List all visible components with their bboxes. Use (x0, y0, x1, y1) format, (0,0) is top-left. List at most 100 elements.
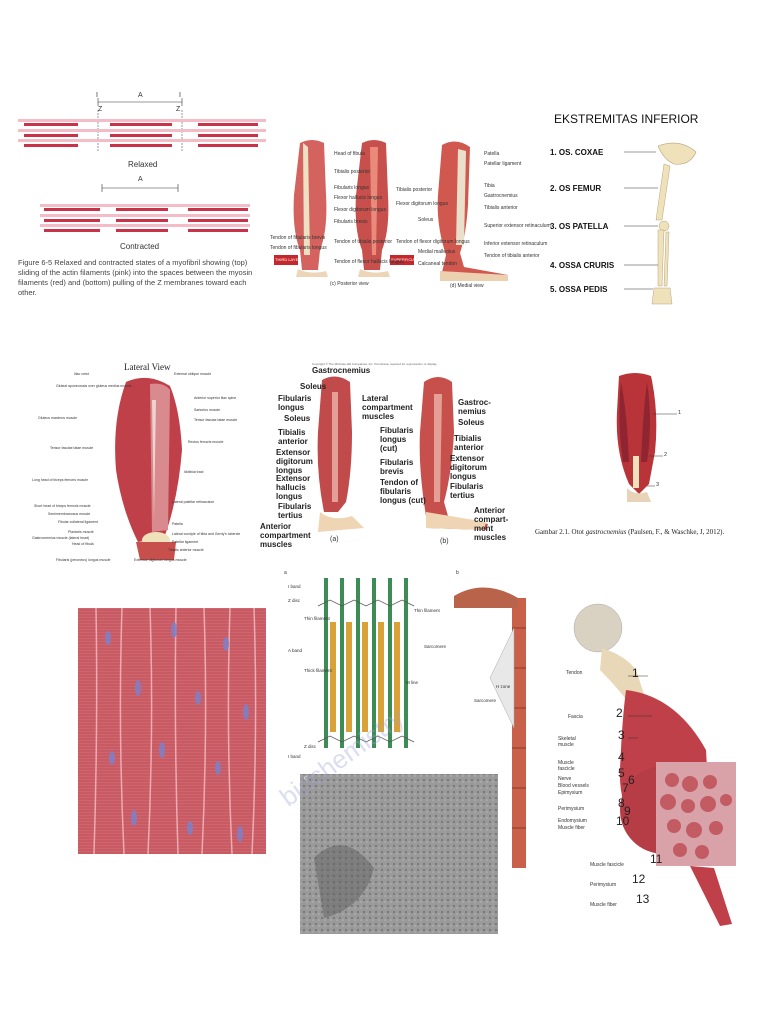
label-perimysium: Perimysium (558, 806, 585, 812)
label-skeletal-muscle: Skeletal muscle (558, 736, 576, 748)
label-sarcomere-fiber: Sarcomere (474, 698, 497, 703)
myofibril-diagram (18, 98, 266, 232)
label-lateral-condyle: Lateral condyle of tibia and Gerdy's tub… (172, 532, 241, 536)
label-anterior-superior-iliac: Anterior superior iliac spine (194, 396, 237, 400)
calf-photo-illustration (616, 373, 677, 502)
label-nerve: Nerve (558, 776, 572, 782)
leg-muscles-posterior-figure: THIRD LAYER SUPERFICIAL LAYER Head of fi… (270, 135, 551, 295)
label-m-line: M line (406, 680, 419, 685)
label-flexor-digitorum: Flexor digitorum longus (334, 207, 386, 213)
gambar-caption-prefix: Gambar 2.1. Otot (535, 528, 586, 536)
label-patella: Patella (484, 151, 500, 157)
label-soleus-a2: Soleus (284, 414, 311, 423)
muscle-structure-illustration (573, 603, 736, 926)
label-soleus-a: Soleus (300, 382, 327, 391)
item-ossa-pedis: 5. OSSA PEDIS (550, 285, 608, 294)
label-lateral-compartment: Lateral compartment muscles (362, 394, 413, 421)
muscle-tissue-micrograph (78, 608, 266, 854)
label-external-oblique: External oblique muscle (174, 372, 212, 376)
label-fibularis-longus-lv: Fibularis (peroneus) longus muscle (56, 558, 111, 562)
gastrocnemius-top-label: Gastrocnemius (312, 366, 371, 375)
label-tibialis-anterior-lv: Tibialis anterior muscle (168, 548, 204, 552)
label-gluteal-aponeurosis: Gluteal aponeurosis over gluteus medius … (56, 384, 132, 388)
label-tendon-fibularis-brevis: Tendon of fibularis brevis (270, 235, 326, 241)
num-2: 2 (616, 706, 623, 720)
label-flexor-hallucis: Flexor hallucis longus (334, 195, 383, 201)
label-fibularis-brevis-b: Fibularis brevis (380, 458, 414, 476)
label-sartorius: Sartorius muscle (194, 408, 221, 412)
item-os-femur: 2. OS FEMUR (550, 184, 602, 193)
label-extensor-digitorum-b: Extensor digitorum longus (450, 454, 487, 481)
gambar-caption: Gambar 2.1. Otot gastrocnemius (Paulsen,… (535, 528, 724, 536)
label-endomysium: Endomysium (558, 818, 587, 824)
label-tendon-tibialis-anterior: Tendon of tibialis anterior (484, 253, 540, 259)
ekstremitas-title: EKSTREMITAS INFERIOR (554, 112, 699, 126)
label-tensor-fasciae-right: Tensor fasciae latae muscle (194, 418, 238, 422)
myofibril-figure: I A I Z Z Relaxed A Contracted Figure 6-… (18, 92, 266, 297)
label-tibialis-anterior-b: Tibialis anterior (454, 434, 484, 452)
corner-a: a (284, 570, 287, 576)
thigh-illustration (115, 377, 182, 560)
corner-c: c (304, 776, 307, 782)
label-anterior-compartment-b: Anterior compart-ment muscles (474, 506, 509, 542)
label-superior-retinaculum: Superior extensor retinaculum (484, 223, 551, 229)
gastrocnemius-figure: Copyright © The McGraw-Hill Companies, I… (260, 362, 530, 552)
label-fibularis-longus-cut: Fibularis longus (cut) (380, 426, 414, 453)
ekstremitas-inferior-figure: EKSTREMITAS INFERIOR 1. OS. COXAE 2. OS … (540, 108, 760, 308)
marker-2: 2 (664, 452, 668, 458)
leg-illustration (274, 140, 508, 281)
label-head-fibula: Head of fibula (334, 151, 365, 157)
num-3: 3 (618, 728, 625, 742)
badge-superficial-layer: SUPERFICIAL LAYER (391, 257, 432, 262)
label-soleus-b: Soleus (458, 418, 485, 427)
label-patellar-ligament-lv: Patellar ligament (172, 540, 199, 544)
label-head-fibula-lv: Head of fibula (72, 542, 94, 546)
label-lateral-patellar-retinaculum: Lateral patellar retinaculum (172, 500, 215, 504)
lateral-view-title: Lateral View (124, 362, 171, 372)
label-inferior-retinaculum: Inferior extensor retinaculum (484, 241, 548, 247)
relaxed-filaments (18, 119, 266, 147)
label-thin-filament-right: Thin filament (414, 608, 440, 613)
num-11: 11 (650, 852, 663, 866)
label-long-head-biceps: Long head of biceps femoris muscle (32, 478, 89, 482)
label-soleus: Soleus (418, 217, 434, 223)
contracted-label: Contracted (120, 242, 160, 251)
label-gastrocnemius-lateral: Gastrocnemius muscle (lateral head) (32, 536, 90, 540)
contracted-filaments (40, 204, 250, 232)
label-thick-filament: Thick filament (304, 668, 332, 673)
item-os-patella: 3. OS PATELLA (550, 222, 609, 231)
label-fibularis-longus: Fibularis longus (334, 185, 370, 191)
view-medial-label: (d) Medial view (450, 283, 484, 289)
thin-filaments (324, 578, 408, 748)
label-short-head-biceps: Short head of biceps femoris muscle (34, 504, 91, 508)
copyright-line: Copyright © The McGraw-Hill Companies, I… (312, 362, 438, 366)
label-fibularis-longus-a: Fibularis longus (278, 394, 312, 412)
label-i-band-bottom: I band (288, 754, 301, 759)
thick-filaments (330, 622, 400, 732)
label-extensor-digitorum-lv: Extensor digitorum longus muscle (134, 558, 187, 562)
label-rectus-femoris: Rectus femoris muscle (188, 440, 224, 444)
num-9: 9 (624, 804, 631, 818)
label-tendon-flexor-digitorum: Tendon of flexor digitorum longus (396, 239, 470, 245)
label-tibia: Tibia (484, 183, 495, 189)
badge-third-layer: THIRD LAYER (275, 257, 302, 262)
label-tibialis-anterior: Tibialis anterior (484, 205, 518, 211)
num-5: 5 (618, 766, 625, 780)
label-calcaneal-tendon: Calcaneal tendon (418, 261, 457, 267)
tag-a: (a) (330, 536, 339, 543)
tissue-striations (78, 608, 266, 854)
label-muscle-fascicle-bottom: Muscle fascicle (590, 862, 624, 868)
item-ossa-cruris: 4. OSSA CRURIS (550, 261, 615, 270)
num-7: 7 (622, 781, 629, 795)
label-tendon: Tendon (566, 670, 583, 676)
label-gastrocnemius-b: Gastroc-nemius (458, 398, 491, 416)
label-tensor-fasciae-left: Tensor fasciae latae muscle (50, 446, 94, 450)
label-tendon-fibularis-cut: Tendon of fibularis longus (cut) (380, 478, 426, 505)
num-6: 6 (628, 773, 635, 787)
label-i-left: I (96, 92, 98, 99)
label-blood-vessels: Blood vessels (558, 783, 589, 789)
label-flexor-digitorum-2: Flexor digitorum longus (396, 201, 448, 207)
figure-caption: Figure 6-5 Relaxed and contracted states… (18, 258, 253, 297)
corner-b: b (456, 570, 459, 576)
label-gastrocnemius: Gastrocnemius (484, 193, 518, 199)
